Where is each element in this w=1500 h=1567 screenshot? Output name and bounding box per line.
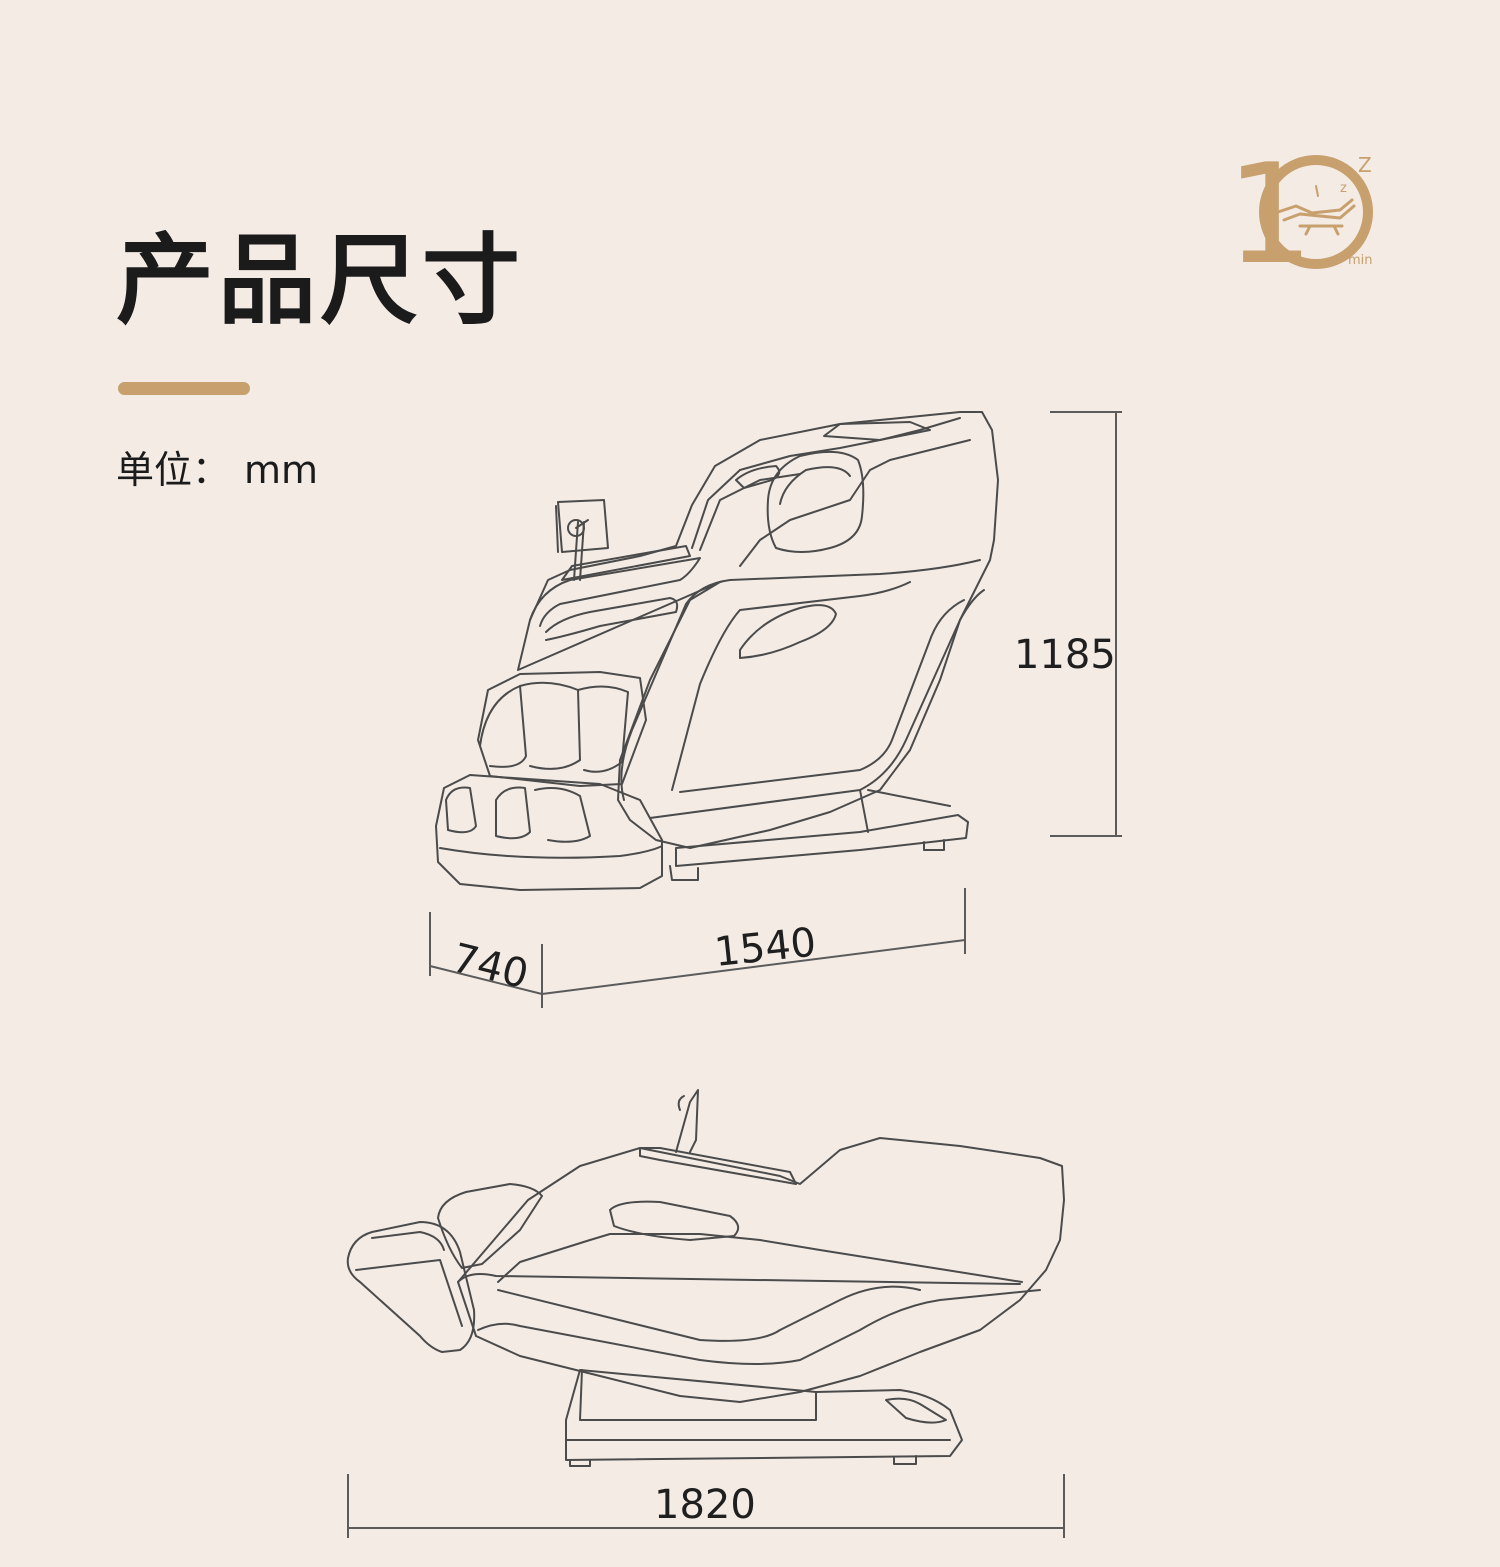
unit-value: mm [244,448,319,492]
ten-min-logo: 1 Z z min [1226,134,1373,295]
width-dimension-line [429,912,543,1008]
page-title: 产品尺寸 [116,224,525,338]
reclined-chair-drawing [346,1089,1065,1467]
title-accent-bar [118,382,250,395]
depth-dimension-line [541,888,966,995]
unit-line: 单位： mm [116,448,318,494]
unit-colon: ： [192,448,231,492]
depth-dimension-label: 1540 [712,920,818,976]
logo-z-large: Z [1358,153,1372,177]
unit-label: 单位 [116,448,193,492]
upright-dimensions: 1185 740 1540 [429,411,1122,1008]
logo-min-text: min [1348,253,1373,268]
reclined-dimensions: 1820 [347,1474,1065,1538]
length-dimension-line [347,1474,1065,1538]
logo-z-small: z [1340,181,1347,196]
height-dimension-line [1050,411,1122,837]
height-dimension-label: 1185 [1014,632,1116,678]
length-dimension-label: 1820 [654,1482,756,1528]
upright-chair-drawing [435,411,999,891]
reclined-chair-icon [1276,185,1356,236]
logo-ring [1259,155,1373,269]
width-dimension-label: 740 [448,935,533,998]
